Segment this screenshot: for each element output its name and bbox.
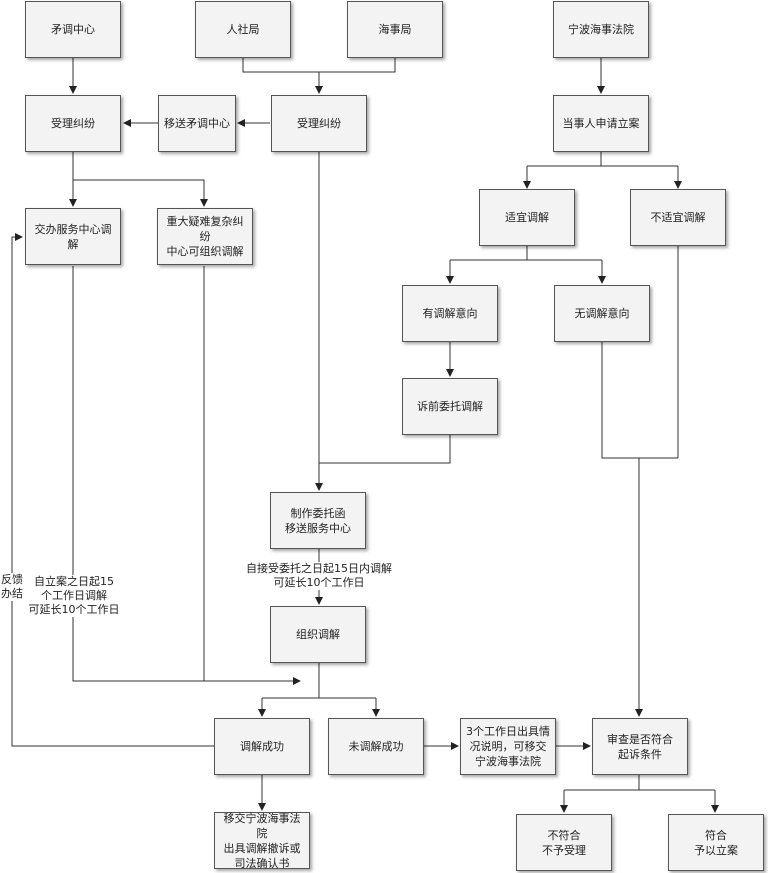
box-pre-litigation: 诉前委托调解 [402, 378, 498, 435]
box-mediation-fail: 未调解成功 [328, 718, 424, 775]
box-mediation-success: 调解成功 [214, 718, 310, 775]
box-haishi-ju: 海事局 [347, 1, 443, 58]
box-accept-case: 符合 予以立案 [668, 814, 764, 871]
note-feedback: 反馈 办结 [0, 573, 24, 601]
box-renshe-ju: 人社局 [195, 1, 291, 58]
box-transfer-maodiao: 移送矛调中心 [158, 95, 236, 152]
box-suitable-mediation: 适宜调解 [479, 189, 575, 246]
box-transfer-court: 移交宁波海事法院 出具调解撤诉或 司法确认书 [214, 812, 310, 870]
note-fifteen-days: 自立案之日起15 个工作日调解 可延长10个工作日 [24, 575, 124, 617]
box-not-suitable-mediation: 不适宜调解 [630, 189, 726, 246]
box-party-apply: 当事人申请立案 [553, 95, 649, 152]
box-accept-dispute-mid: 受理纠纷 [271, 95, 367, 152]
box-service-center-mediation: 交办服务中心调解 [25, 208, 121, 265]
box-maodiao-center: 矛调中心 [25, 1, 121, 58]
box-accept-dispute-left: 受理纠纷 [25, 95, 121, 152]
box-organize-mediation: 组织调解 [270, 606, 366, 663]
box-make-letter: 制作委托函 移送服务中心 [270, 492, 366, 549]
box-no-intent: 无调解意向 [554, 285, 650, 342]
box-ningbo-court: 宁波海事法院 [553, 1, 649, 58]
note-entrust-days: 自接受委托之日起15日内调解 可延长10个工作日 [243, 562, 395, 590]
box-has-intent: 有调解意向 [402, 285, 498, 342]
box-review-conditions: 审查是否符合 起诉条件 [592, 718, 688, 775]
box-three-days: 3个工作日出具情 况说明，可移交 宁波海事法院 [460, 718, 556, 775]
box-major-complex: 重大疑难复杂纠纷 中心可组织调解 [157, 208, 253, 265]
box-reject: 不符合 不予受理 [516, 814, 612, 871]
